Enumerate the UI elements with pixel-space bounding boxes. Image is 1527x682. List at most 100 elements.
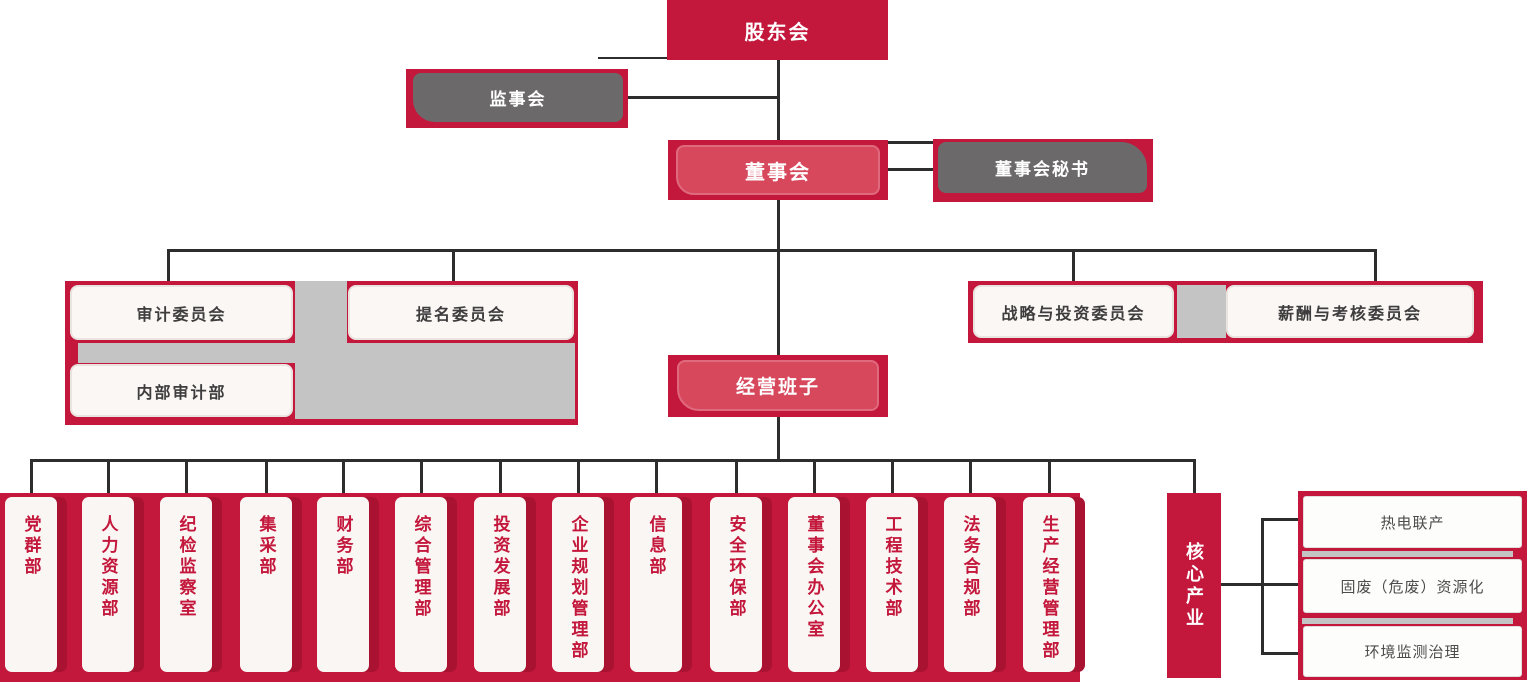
drop-audit-committee <box>167 249 170 283</box>
department-label: 集采部 <box>256 515 276 578</box>
drop-nomination-committee <box>452 249 455 283</box>
node-board-of-directors: 董事会 <box>668 140 888 200</box>
department-box: 工程技术部 <box>866 497 918 672</box>
department-box: 财务部 <box>317 497 369 672</box>
department-label: 安全环保部 <box>726 515 746 620</box>
node-compensation-assessment-committee: 薪酬与考核委员会 <box>1226 285 1474 338</box>
node-supervisory-board-label: 监事会 <box>489 90 547 109</box>
node-supervisory-board-inner: 监事会 <box>413 73 623 122</box>
node-shareholders-label: 股东会 <box>744 21 811 44</box>
node-board-of-directors-inner: 董事会 <box>676 145 880 195</box>
department-box: 法务合规部 <box>944 497 996 672</box>
gray-filler-block <box>295 363 575 419</box>
department-label: 投资发展部 <box>490 515 510 620</box>
node-audit-committee-label: 审计委员会 <box>136 306 227 324</box>
node-shareholders: 股东会 <box>667 0 888 60</box>
department-label: 人力资源部 <box>98 515 118 620</box>
department-label: 信息部 <box>646 515 666 578</box>
node-compensation-assessment-committee-label: 薪酬与考核委员会 <box>1277 305 1422 323</box>
core-unit-label: 环境监测治理 <box>1364 644 1461 661</box>
department-box: 党群部 <box>5 497 57 672</box>
connector-core-to-units <box>1221 583 1298 586</box>
department-box: 纪检监察室 <box>160 497 212 672</box>
branch-committees <box>167 249 1377 252</box>
department-strip: 党群部 人力资源部 纪检监察室 集采部 财务部 综合管理部 投资发展部 企业规划管理部 信息部 安… <box>0 493 1080 682</box>
department-label: 工程技术部 <box>882 515 902 620</box>
strategy-committee-group: 战略与投资委员会 薪酬与考核委员会 <box>968 281 1483 343</box>
drop-department-9 <box>735 459 738 497</box>
department-label: 财务部 <box>333 515 353 578</box>
drop-department-11 <box>891 459 894 497</box>
trunk-board-to-management <box>777 198 780 358</box>
department-label: 企业规划管理部 <box>568 515 588 662</box>
node-supervisory-board: 监事会 <box>406 69 628 128</box>
department-label: 法务合规部 <box>960 515 980 620</box>
node-board-secretary: 董事会秘书 <box>933 139 1153 202</box>
core-units-group: 热电联产固废（危废）资源化环境监测治理 <box>1298 491 1527 680</box>
trunk-management-to-departments <box>777 415 780 461</box>
connector-board-secretary-top <box>884 141 936 144</box>
drop-department-6 <box>499 459 502 497</box>
drop-department-2 <box>185 459 188 497</box>
core-unit-box: 固废（危废）资源化 <box>1303 559 1522 613</box>
gray-filler-gap <box>1177 285 1226 338</box>
department-box: 安全环保部 <box>710 497 762 672</box>
core-unit-label: 热电联产 <box>1380 514 1445 532</box>
connector-board-secretary-mid <box>884 168 936 171</box>
department-box: 集采部 <box>240 497 292 672</box>
drop-department-3 <box>265 459 268 497</box>
drop-compensation-committee <box>1374 249 1377 283</box>
node-strategy-investment-committee-label: 战略与投资委员会 <box>1001 305 1146 323</box>
node-board-of-directors-label: 董事会 <box>745 161 811 184</box>
core-unit-box: 环境监测治理 <box>1303 626 1522 677</box>
drop-department-1 <box>107 459 110 497</box>
drop-strategy-committee <box>1072 249 1075 283</box>
node-nomination-committee: 提名委员会 <box>348 285 574 340</box>
node-board-secretary-inner: 董事会秘书 <box>938 142 1147 193</box>
gray-filler-band <box>78 343 575 363</box>
node-management-team: 经营班子 <box>668 355 888 417</box>
connector-supervisory-to-trunk <box>622 96 780 99</box>
drop-department-4 <box>342 459 345 497</box>
connector-supervisory-to-shareholders <box>598 57 668 59</box>
department-label: 生产经营管理部 <box>1039 515 1059 662</box>
department-box: 投资发展部 <box>474 497 526 672</box>
department-box: 企业规划管理部 <box>552 497 604 672</box>
node-core-industry-label: 核心产业 <box>1184 541 1204 630</box>
drop-department-7 <box>577 459 580 497</box>
audit-committee-group: 审计委员会 提名委员会 内部审计部 <box>65 281 578 425</box>
drop-department-8 <box>655 459 658 497</box>
node-board-secretary-label: 董事会秘书 <box>995 160 1090 179</box>
department-box: 综合管理部 <box>395 497 447 672</box>
drop-core-industry <box>1193 459 1196 494</box>
node-core-industry: 核心产业 <box>1167 493 1221 678</box>
core-unit-label: 固废（危废）资源化 <box>1340 578 1485 596</box>
drop-department-10 <box>813 459 816 497</box>
department-box: 董事会办公室 <box>788 497 840 672</box>
department-label: 党群部 <box>21 515 41 578</box>
node-management-team-inner: 经营班子 <box>677 360 879 411</box>
vertical-core-units <box>1261 518 1264 655</box>
unit-separator-bar <box>1302 618 1513 624</box>
drop-department-12 <box>969 459 972 497</box>
drop-department-13 <box>1048 459 1051 497</box>
trunk-shareholders-to-board <box>777 58 780 142</box>
node-audit-committee: 审计委员会 <box>70 285 293 340</box>
node-internal-audit-dept-label: 内部审计部 <box>136 384 227 402</box>
department-box: 信息部 <box>630 497 682 672</box>
department-label: 纪检监察室 <box>176 515 196 620</box>
department-label: 董事会办公室 <box>804 515 824 641</box>
node-strategy-investment-committee: 战略与投资委员会 <box>973 285 1174 338</box>
stub-unit-top <box>1261 518 1298 521</box>
node-nomination-committee-label: 提名委员会 <box>415 306 506 324</box>
stub-unit-bottom <box>1261 652 1298 655</box>
drop-department-0 <box>30 459 33 497</box>
department-box: 生产经营管理部 <box>1023 497 1075 672</box>
node-management-team-label: 经营班子 <box>735 377 820 398</box>
drop-department-5 <box>420 459 423 497</box>
branch-departments <box>33 459 1196 462</box>
department-label: 综合管理部 <box>411 515 431 620</box>
unit-separator-bar <box>1302 551 1513 557</box>
node-internal-audit-dept: 内部审计部 <box>70 364 293 417</box>
